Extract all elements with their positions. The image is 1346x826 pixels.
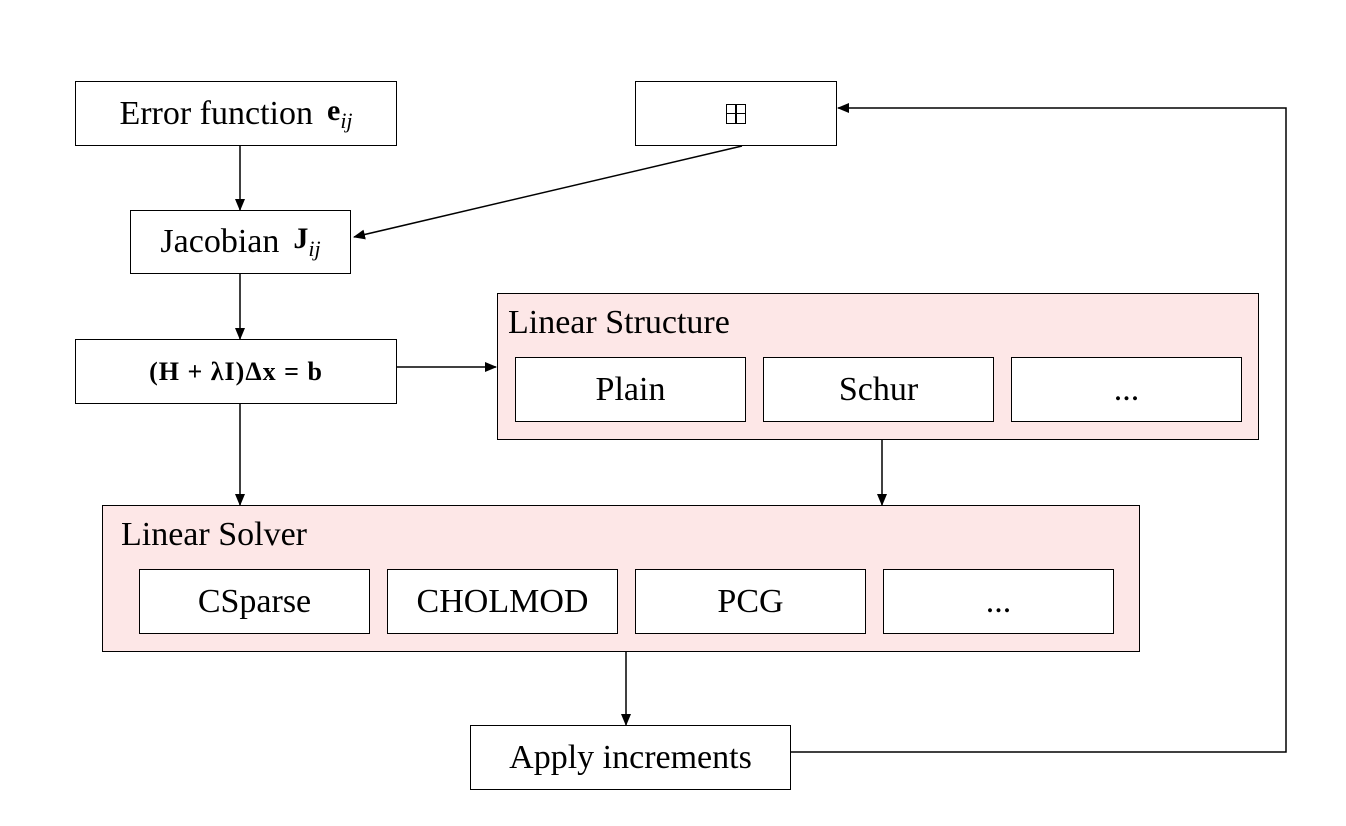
apply-increments-box: Apply increments — [470, 725, 791, 790]
structure-item-label: Plain — [595, 370, 666, 408]
structure-item: Plain — [515, 357, 746, 422]
update-operator-box — [635, 81, 837, 146]
solver-item-label: ... — [985, 582, 1012, 620]
arrow-apply-to-operator — [791, 103, 1287, 753]
structure-item-label: ... — [1113, 370, 1140, 408]
solver-item: CHOLMOD — [387, 569, 618, 634]
error-function-box: Error function eij — [75, 81, 397, 146]
structure-item-label: Schur — [838, 370, 919, 408]
linear-structure-title: Linear Structure — [508, 304, 730, 341]
structure-item: Schur — [763, 357, 994, 422]
linear-solver-group: Linear Solver CSparse CHOLMOD PCG ... — [102, 505, 1140, 652]
solver-item: ... — [883, 569, 1114, 634]
jacobian-label: Jacobian — [160, 223, 280, 260]
jacobian-symbol: Jij — [293, 222, 320, 262]
linear-structure-group: Linear Structure Plain Schur ... — [497, 293, 1259, 440]
error-subscript: ij — [340, 107, 353, 133]
box-plus-icon — [726, 103, 746, 124]
error-symbol: e — [326, 93, 341, 127]
apply-increments-label: Apply increments — [509, 738, 752, 776]
solver-item-label: CSparse — [197, 582, 312, 620]
jacobian-subscript: ij — [308, 236, 321, 261]
solver-item: CSparse — [139, 569, 370, 634]
equation-box: (H + λI)Δx = b — [75, 339, 397, 404]
jacobian-box: Jacobian Jij — [130, 210, 351, 274]
solver-item-label: CHOLMOD — [416, 582, 589, 620]
normal-equation: (H + λI)Δx = b — [149, 356, 323, 386]
solver-item-label: PCG — [717, 582, 784, 620]
arrow-operator-to-jacobian — [353, 145, 743, 240]
jacobian-letter: J — [293, 222, 309, 255]
error-function-symbol: eij — [327, 94, 353, 134]
linear-solver-title: Linear Solver — [121, 516, 307, 553]
solver-item: PCG — [635, 569, 866, 634]
error-function-label: Error function — [119, 94, 313, 132]
structure-item: ... — [1011, 357, 1242, 422]
